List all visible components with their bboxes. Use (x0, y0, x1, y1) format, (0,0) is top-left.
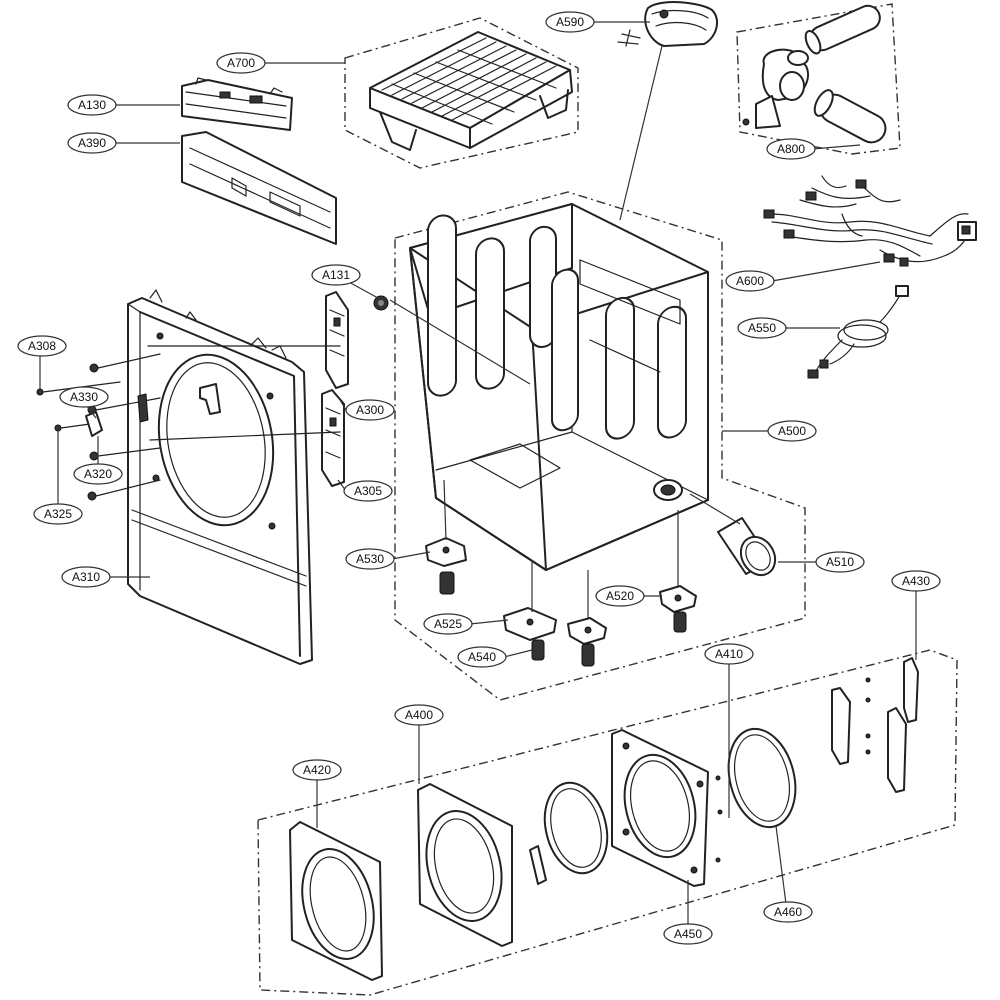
callout-a525-label: A525 (434, 617, 462, 631)
control-pcb-part (181, 77, 293, 131)
callout-a130-label: A130 (78, 98, 106, 112)
callout-a540: A540 (457, 646, 507, 668)
callout-a390: A390 (67, 132, 117, 154)
vent-pipe-part (717, 517, 777, 577)
group-box-a800 (736, 3, 901, 155)
callout-a410: A410 (704, 643, 754, 665)
door-inner-panel-part (611, 729, 723, 887)
group-box-a500 (394, 191, 806, 701)
callout-a320-label: A320 (84, 467, 112, 481)
callout-a590: A590 (545, 11, 595, 33)
hinge-bracket-lower-part (321, 389, 345, 487)
group-box-a700 (344, 17, 579, 169)
callout-a600-label: A600 (736, 274, 764, 288)
callout-a430: A430 (891, 570, 941, 592)
fan-motor-part (617, 1, 719, 47)
callout-a530-label: A530 (356, 552, 384, 566)
callout-a525: A525 (423, 613, 473, 635)
callout-a410-label: A410 (715, 647, 743, 661)
callout-a500: A500 (767, 420, 817, 442)
callout-a305-label: A305 (354, 484, 382, 498)
hinge-bracket-upper-part (325, 291, 349, 389)
callout-a300-label: A300 (356, 403, 384, 417)
callout-a400: A400 (394, 704, 444, 726)
callout-a131: A131 (311, 264, 361, 286)
callout-a400-label: A400 (405, 708, 433, 722)
callout-a510: A510 (815, 551, 865, 573)
callout-a500-label: A500 (778, 424, 806, 438)
callout-a510-label: A510 (826, 555, 854, 569)
callout-a310: A310 (61, 566, 111, 588)
group-boxes (257, 3, 958, 996)
door-glass-ring-part (727, 727, 797, 829)
drying-rack-part (369, 31, 573, 151)
door-gasket-part (529, 781, 609, 885)
callout-a530: A530 (345, 548, 395, 570)
control-frame-part (181, 131, 337, 245)
callout-a320: A320 (73, 463, 123, 485)
callout-a520: A520 (595, 585, 645, 607)
fasteners-left (36, 345, 341, 501)
callout-a305: A305 (343, 480, 393, 502)
callout-a600: A600 (725, 270, 775, 292)
callout-a300: A300 (345, 399, 395, 421)
callout-a520-label: A520 (606, 589, 634, 603)
callout-a550-label: A550 (748, 321, 776, 335)
callout-a325: A325 (33, 503, 83, 525)
callout-a325-label: A325 (44, 507, 72, 521)
leg-bracket-a530-part (425, 537, 467, 595)
callout-a540-label: A540 (468, 650, 496, 664)
callout-a390-label: A390 (78, 136, 106, 150)
leg-bracket-a520-part (659, 585, 697, 633)
callout-a310-label: A310 (72, 570, 100, 584)
callout-a308-label: A308 (28, 339, 56, 353)
callout-a800: A800 (766, 138, 816, 160)
leg-bracket-center-part (567, 617, 607, 667)
callout-a460: A460 (763, 901, 813, 923)
callout-a700-label: A700 (227, 56, 255, 70)
callout-a308: A308 (17, 335, 67, 357)
callout-a700: A700 (216, 52, 266, 74)
door-outer-part (289, 821, 383, 981)
wire-harness-part (763, 175, 977, 267)
callout-a460-label: A460 (774, 905, 802, 919)
exhaust-duct-part (742, 4, 887, 144)
callout-a130: A130 (67, 94, 117, 116)
callout-a420-label: A420 (303, 763, 331, 777)
power-cord-part (807, 285, 909, 379)
leader-lines (39, 21, 917, 926)
callout-a550: A550 (737, 317, 787, 339)
callout-a330: A330 (59, 386, 109, 408)
leg-bracket-a525-part (503, 607, 557, 661)
callout-a450-label: A450 (674, 927, 702, 941)
callout-a330-label: A330 (70, 390, 98, 404)
parts (36, 1, 977, 981)
callout-a420: A420 (292, 759, 342, 781)
front-panel-part (127, 289, 313, 665)
grommet-part (373, 295, 389, 311)
callout-a450: A450 (663, 923, 713, 945)
callout-a430-label: A430 (902, 574, 930, 588)
door-hinge-part (831, 657, 919, 793)
callout-a800-label: A800 (777, 142, 805, 156)
door-frame-part (417, 783, 513, 947)
callouts: A590 A700 A130 A390 A800 A600 A131 A550 (17, 11, 941, 945)
callout-a131-label: A131 (322, 268, 350, 282)
cabinet-part (409, 203, 709, 571)
callout-a590-label: A590 (556, 15, 584, 29)
